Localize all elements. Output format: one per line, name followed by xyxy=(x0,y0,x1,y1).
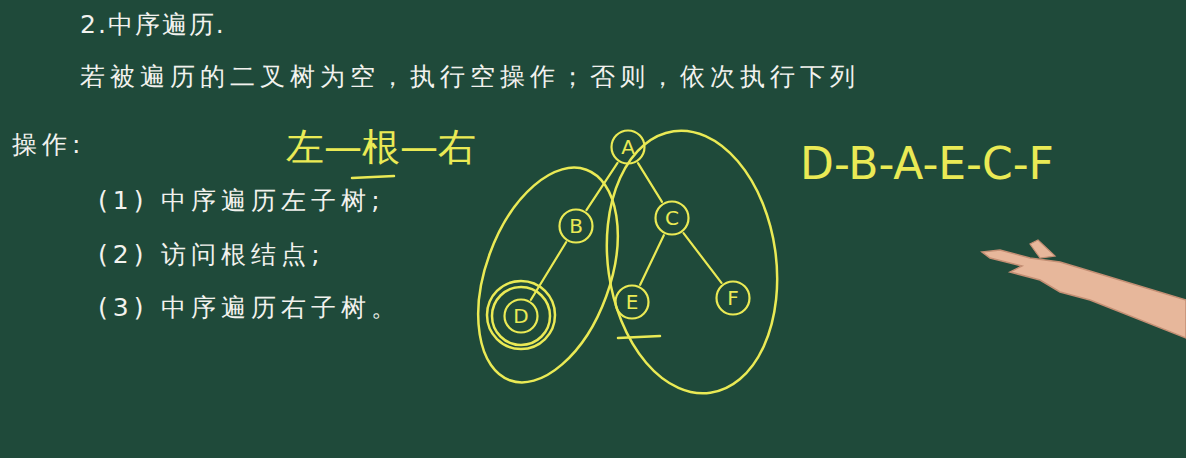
node-letter: B xyxy=(558,208,594,244)
tree-node: F xyxy=(715,280,751,316)
node-letter: D xyxy=(503,298,539,334)
section-title: 2.中序遍历. xyxy=(80,8,226,41)
tree-node: D xyxy=(503,298,539,334)
tree-branch xyxy=(640,235,664,285)
node-letter: A xyxy=(610,129,646,165)
step-text: (2) 访问根结点; xyxy=(98,238,325,271)
handwritten-rule: 左—根—右 xyxy=(286,122,476,173)
tree-node: C xyxy=(654,200,690,236)
node-letter: F xyxy=(715,280,751,316)
d-loop xyxy=(492,287,550,345)
step-text: (1) 中序遍历左子树; xyxy=(98,184,385,217)
pointing-hand xyxy=(982,240,1186,338)
tree-branch xyxy=(586,163,617,210)
tree-branch xyxy=(684,233,722,283)
node-letter: E xyxy=(614,284,650,320)
handwritten-result: D-B-A-E-C-F xyxy=(800,138,1054,189)
d-loop xyxy=(487,281,555,349)
body-text: 若被遍历的二叉树为空，执行空操作；否则，依次执行下列 xyxy=(80,60,860,93)
tree-node: B xyxy=(558,208,594,244)
tree-node: E xyxy=(614,284,650,320)
tree-branch xyxy=(638,163,662,202)
tree-branch xyxy=(531,242,566,300)
node-letter: C xyxy=(654,200,690,236)
body-text: 操作: xyxy=(12,128,85,161)
step-text: (3) 中序遍历右子树。 xyxy=(98,291,401,324)
e-underline xyxy=(618,336,660,338)
tree-node: A xyxy=(610,129,646,165)
root-underline xyxy=(352,176,394,178)
right-subtree-loop xyxy=(590,120,793,405)
